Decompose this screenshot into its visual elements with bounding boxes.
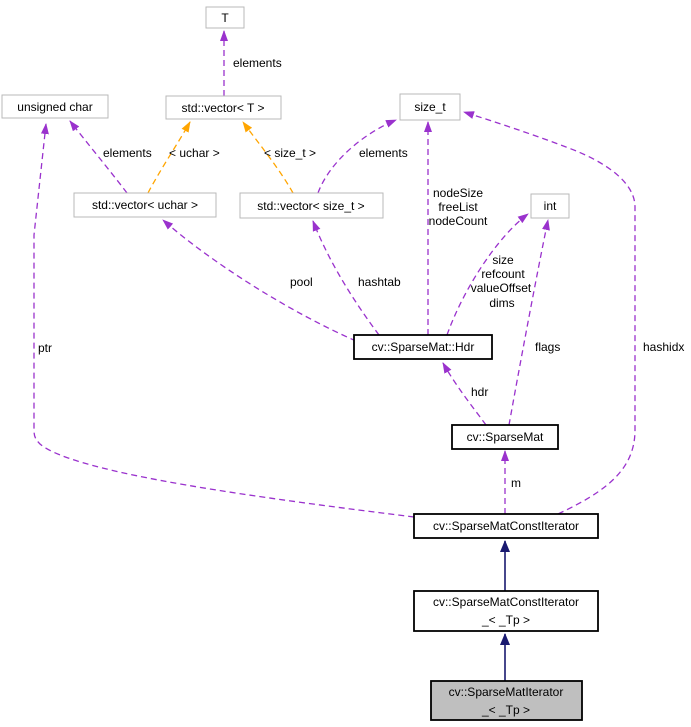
node-sparsemat-const-iterator-tp[interactable]: cv::SparseMatConstIterator _< _Tp > xyxy=(413,590,599,632)
node-sparsemat-label: cv::SparseMat xyxy=(467,430,544,444)
edge-vector-size-t-to-vector-t xyxy=(242,121,294,194)
node-vector-size-t-label: std::vector< size_t > xyxy=(257,199,364,213)
node-unsigned-char: unsigned char xyxy=(1,94,109,119)
node-int-label: int xyxy=(544,199,557,213)
edge-label-dims: dims xyxy=(489,296,514,310)
node-vector-t: std::vector< T > xyxy=(165,95,282,120)
node-vector-size-t-box xyxy=(239,192,384,219)
node-sparsemat-hdr-label: cv::SparseMat::Hdr xyxy=(372,340,475,354)
node-t-box xyxy=(205,6,245,29)
node-sparsemat-iterator-tp-box xyxy=(430,680,583,721)
node-sparsemat-hdr[interactable]: cv::SparseMat::Hdr xyxy=(353,334,493,360)
node-int-box xyxy=(530,193,570,219)
node-sparsemat-iterator-tp-current: cv::SparseMatIterator _< _Tp > xyxy=(430,680,583,721)
node-t-label: T xyxy=(221,11,229,25)
edge-hdr-to-vector-uchar xyxy=(162,219,357,342)
edge-hdr-to-int xyxy=(446,213,529,336)
node-sparsemat-hdr-box xyxy=(353,334,493,360)
node-unsigned-char-label: unsigned char xyxy=(17,100,92,114)
node-sparsemat-iterator-tp-label-line1: cv::SparseMatIterator xyxy=(449,685,564,699)
node-vector-size-t: std::vector< size_t > xyxy=(239,192,384,219)
edge-label-elements-size-t: elements xyxy=(359,146,408,160)
edge-const-iterator-to-size-t xyxy=(463,111,636,515)
edge-label-valueoffset: valueOffset xyxy=(471,281,532,295)
edge-label-nodesize: nodeSize xyxy=(433,186,483,200)
edge-const-iterator-to-unsigned-char xyxy=(33,123,415,518)
edge-label-hdr: hdr xyxy=(471,385,488,399)
node-sparsemat-iterator-tp-label-line2: _< _Tp > xyxy=(481,703,530,717)
node-size-t: size_t xyxy=(399,93,461,121)
node-sparsemat-box xyxy=(451,424,559,450)
edge-label-template-size-t: < size_t > xyxy=(264,146,316,160)
node-size-t-label: size_t xyxy=(414,100,446,114)
node-sparsemat-const-iterator-label: cv::SparseMatConstIterator xyxy=(433,519,579,533)
node-size-t-box xyxy=(399,93,461,121)
node-sparsemat-const-iterator-tp-box xyxy=(413,590,599,632)
node-vector-t-label: std::vector< T > xyxy=(182,101,265,115)
edge-label-m: m xyxy=(511,476,521,490)
edge-vector-uchar-to-unsigned-char xyxy=(69,120,128,194)
node-sparsemat-const-iterator-tp-label-line2: _< _Tp > xyxy=(481,613,530,627)
edge-label-ptr: ptr xyxy=(38,341,52,355)
edge-label-hashidx: hashidx xyxy=(643,340,684,354)
node-vector-uchar: std::vector< uchar > xyxy=(73,192,217,218)
edge-hdr-to-vector-size-t xyxy=(312,220,380,336)
edge-label-elements-t: elements xyxy=(233,56,282,70)
edge-label-size: size xyxy=(492,253,514,267)
node-vector-uchar-box xyxy=(73,192,217,218)
node-unsigned-char-box xyxy=(1,94,109,119)
edge-label-nodecount: nodeCount xyxy=(429,214,488,228)
edge-label-hashtab: hashtab xyxy=(358,275,401,289)
node-t: T xyxy=(205,6,245,29)
node-int: int xyxy=(530,193,570,219)
edge-label-template-uchar: < uchar > xyxy=(169,146,220,160)
node-sparsemat[interactable]: cv::SparseMat xyxy=(451,424,559,450)
edge-vector-size-t-to-size-t xyxy=(317,119,397,194)
node-sparsemat-const-iterator-box xyxy=(413,513,599,539)
edge-label-pool: pool xyxy=(290,275,313,289)
edge-vector-uchar-to-vector-t xyxy=(147,121,191,194)
edge-label-flags: flags xyxy=(535,340,560,354)
node-vector-uchar-label: std::vector< uchar > xyxy=(92,198,198,212)
node-sparsemat-const-iterator[interactable]: cv::SparseMatConstIterator xyxy=(413,513,599,539)
edge-sparsemat-to-int xyxy=(508,219,550,426)
edge-label-freelist: freeList xyxy=(438,200,478,214)
edge-label-refcount: refcount xyxy=(481,267,525,281)
node-vector-t-box xyxy=(165,95,282,120)
edge-label-elements-uchar: elements xyxy=(103,146,152,160)
node-sparsemat-const-iterator-tp-label-line1: cv::SparseMatConstIterator xyxy=(433,595,579,609)
